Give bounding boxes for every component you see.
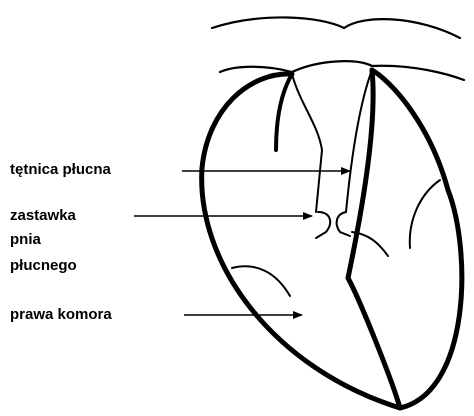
pulmonary-valve-cusp-left xyxy=(316,212,330,238)
left-chordae xyxy=(410,180,440,248)
label-pulmonary-valve-line3: płucnego xyxy=(10,256,77,276)
label-pulmonary-valve-line2: pnia xyxy=(10,230,41,250)
aortic-arch-lower-outline xyxy=(220,61,464,80)
label-pulmonary-artery: tętnica płucna xyxy=(10,160,111,180)
label-right-ventricle: prawa komora xyxy=(10,305,112,325)
pulmonary-valve-cusp-right xyxy=(337,212,350,236)
heart-outer-wall xyxy=(202,70,462,408)
conus-wall xyxy=(276,74,292,150)
interventricular-septum xyxy=(348,70,400,408)
label-pulmonary-valve-line1: zastawka xyxy=(10,206,76,226)
pulmonary-trunk-left-wall xyxy=(292,74,322,212)
aortic-arch-upper-outline xyxy=(212,17,460,38)
